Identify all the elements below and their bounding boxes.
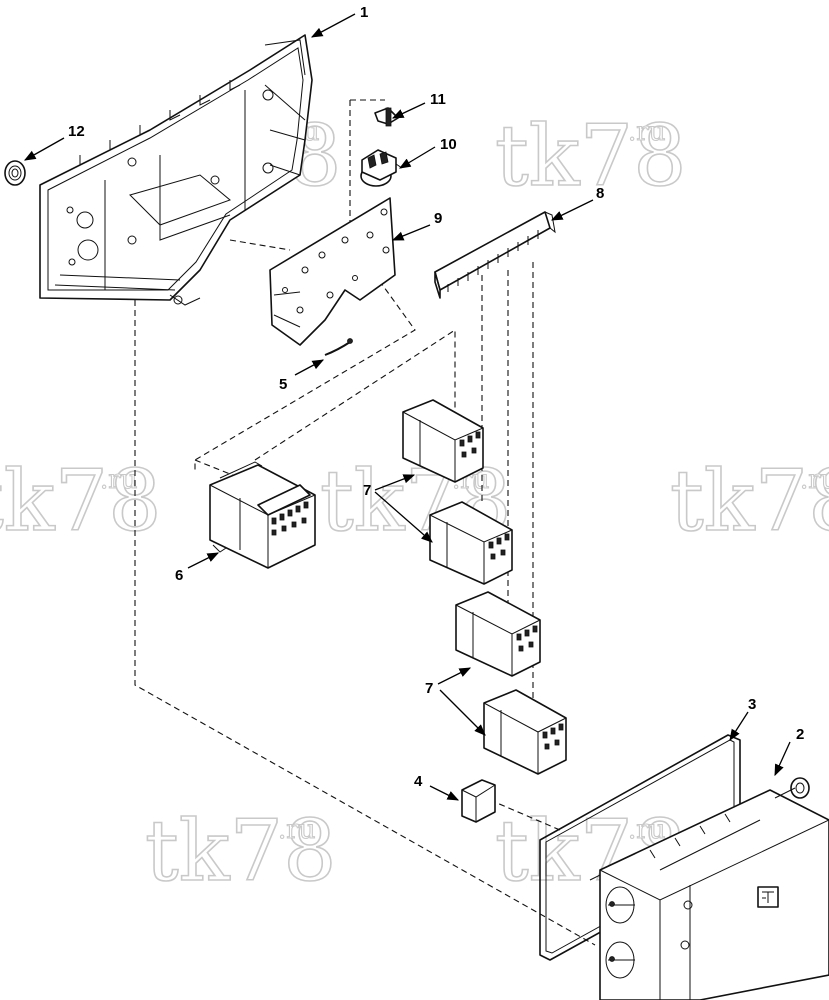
mounting-plate-part-9 [269,197,396,346]
callout-5: 5 [279,376,287,393]
leader-11 [391,102,426,119]
dashed-line-base-to-enclosure [134,300,596,946]
connector-part-10 [360,149,403,187]
grommet-part-12 [4,160,26,186]
dashed-line-contactor-6 [254,328,456,461]
leader-7b-1 [437,667,472,685]
leader-7a-2 [374,491,433,543]
callout-leaders [23,13,791,801]
leader-7a-1 [374,474,416,491]
contactor-part-7-unit-2 [429,501,513,585]
watermark-sup: .ru [800,465,829,495]
callout-12: 12 [68,123,85,140]
leader-6 [187,552,220,569]
contactor-terminals [271,501,309,536]
leader-3 [729,711,749,741]
base-frame-part-1 [39,34,313,306]
clip-part-11 [374,107,399,127]
block-part-4 [461,779,496,823]
watermark-sup: .ru [278,815,315,845]
dashed-line-part-4 [489,799,561,831]
wire-part-5 [324,338,353,356]
watermark-top-right: tk78 .ru [494,106,687,206]
watermark-mid-right: tk78 .ru [669,451,829,551]
enclosure-hinge-1 [605,886,635,924]
callout-2: 2 [796,726,804,743]
dashed-line-plate [194,100,416,470]
callout-3: 3 [748,696,756,713]
leader-5 [294,359,325,376]
watermark-text: tk78 [670,452,829,550]
callout-8: 8 [596,185,604,202]
leader-1 [310,13,356,38]
watermark-text: tk78 [145,802,337,900]
callout-4: 4 [414,773,423,790]
leader-12 [23,137,65,161]
leader-4 [429,785,460,801]
callout-1: 1 [360,4,368,21]
leader-10 [398,146,436,169]
terminal-strip-teeth [447,230,539,292]
leader-2 [774,741,791,777]
enclosure-hinge-2 [605,941,635,979]
callout-6: 6 [175,567,183,584]
callout-11: 11 [430,91,446,108]
contactor-part-7-unit-4 [483,689,567,775]
enclosure-part-2 [589,777,829,1000]
double-contactor-part-6 [209,461,316,569]
leader-9 [391,224,431,241]
enclosure-latch [774,777,810,799]
contactor-part-7-unit-1 [402,399,484,483]
callout-9: 9 [434,210,442,227]
terminal-strip-part-8 [434,211,556,299]
watermark-sup: .ru [628,117,665,147]
enclosure-label-plate [757,886,779,908]
leader-7b-2 [439,689,486,736]
watermark-sup: .ru [100,465,137,495]
leader-8 [550,199,594,221]
watermark-bottom-left: tk78 .ru [144,801,337,901]
callout-7-lower: 7 [425,680,433,697]
callout-7-upper: 7 [363,482,371,499]
callout-10: 10 [440,136,457,153]
dashed-line-frame-plate [229,239,291,251]
watermark-text: tk78 [495,107,687,205]
callout-numbers: 1 2 3 4 5 6 7 7 8 9 10 11 12 [68,4,804,790]
watermark-sup: .ru [628,815,665,845]
contactor-part-7-unit-3 [455,591,541,677]
watermark-mid-left: tk78 .ru [0,451,162,551]
